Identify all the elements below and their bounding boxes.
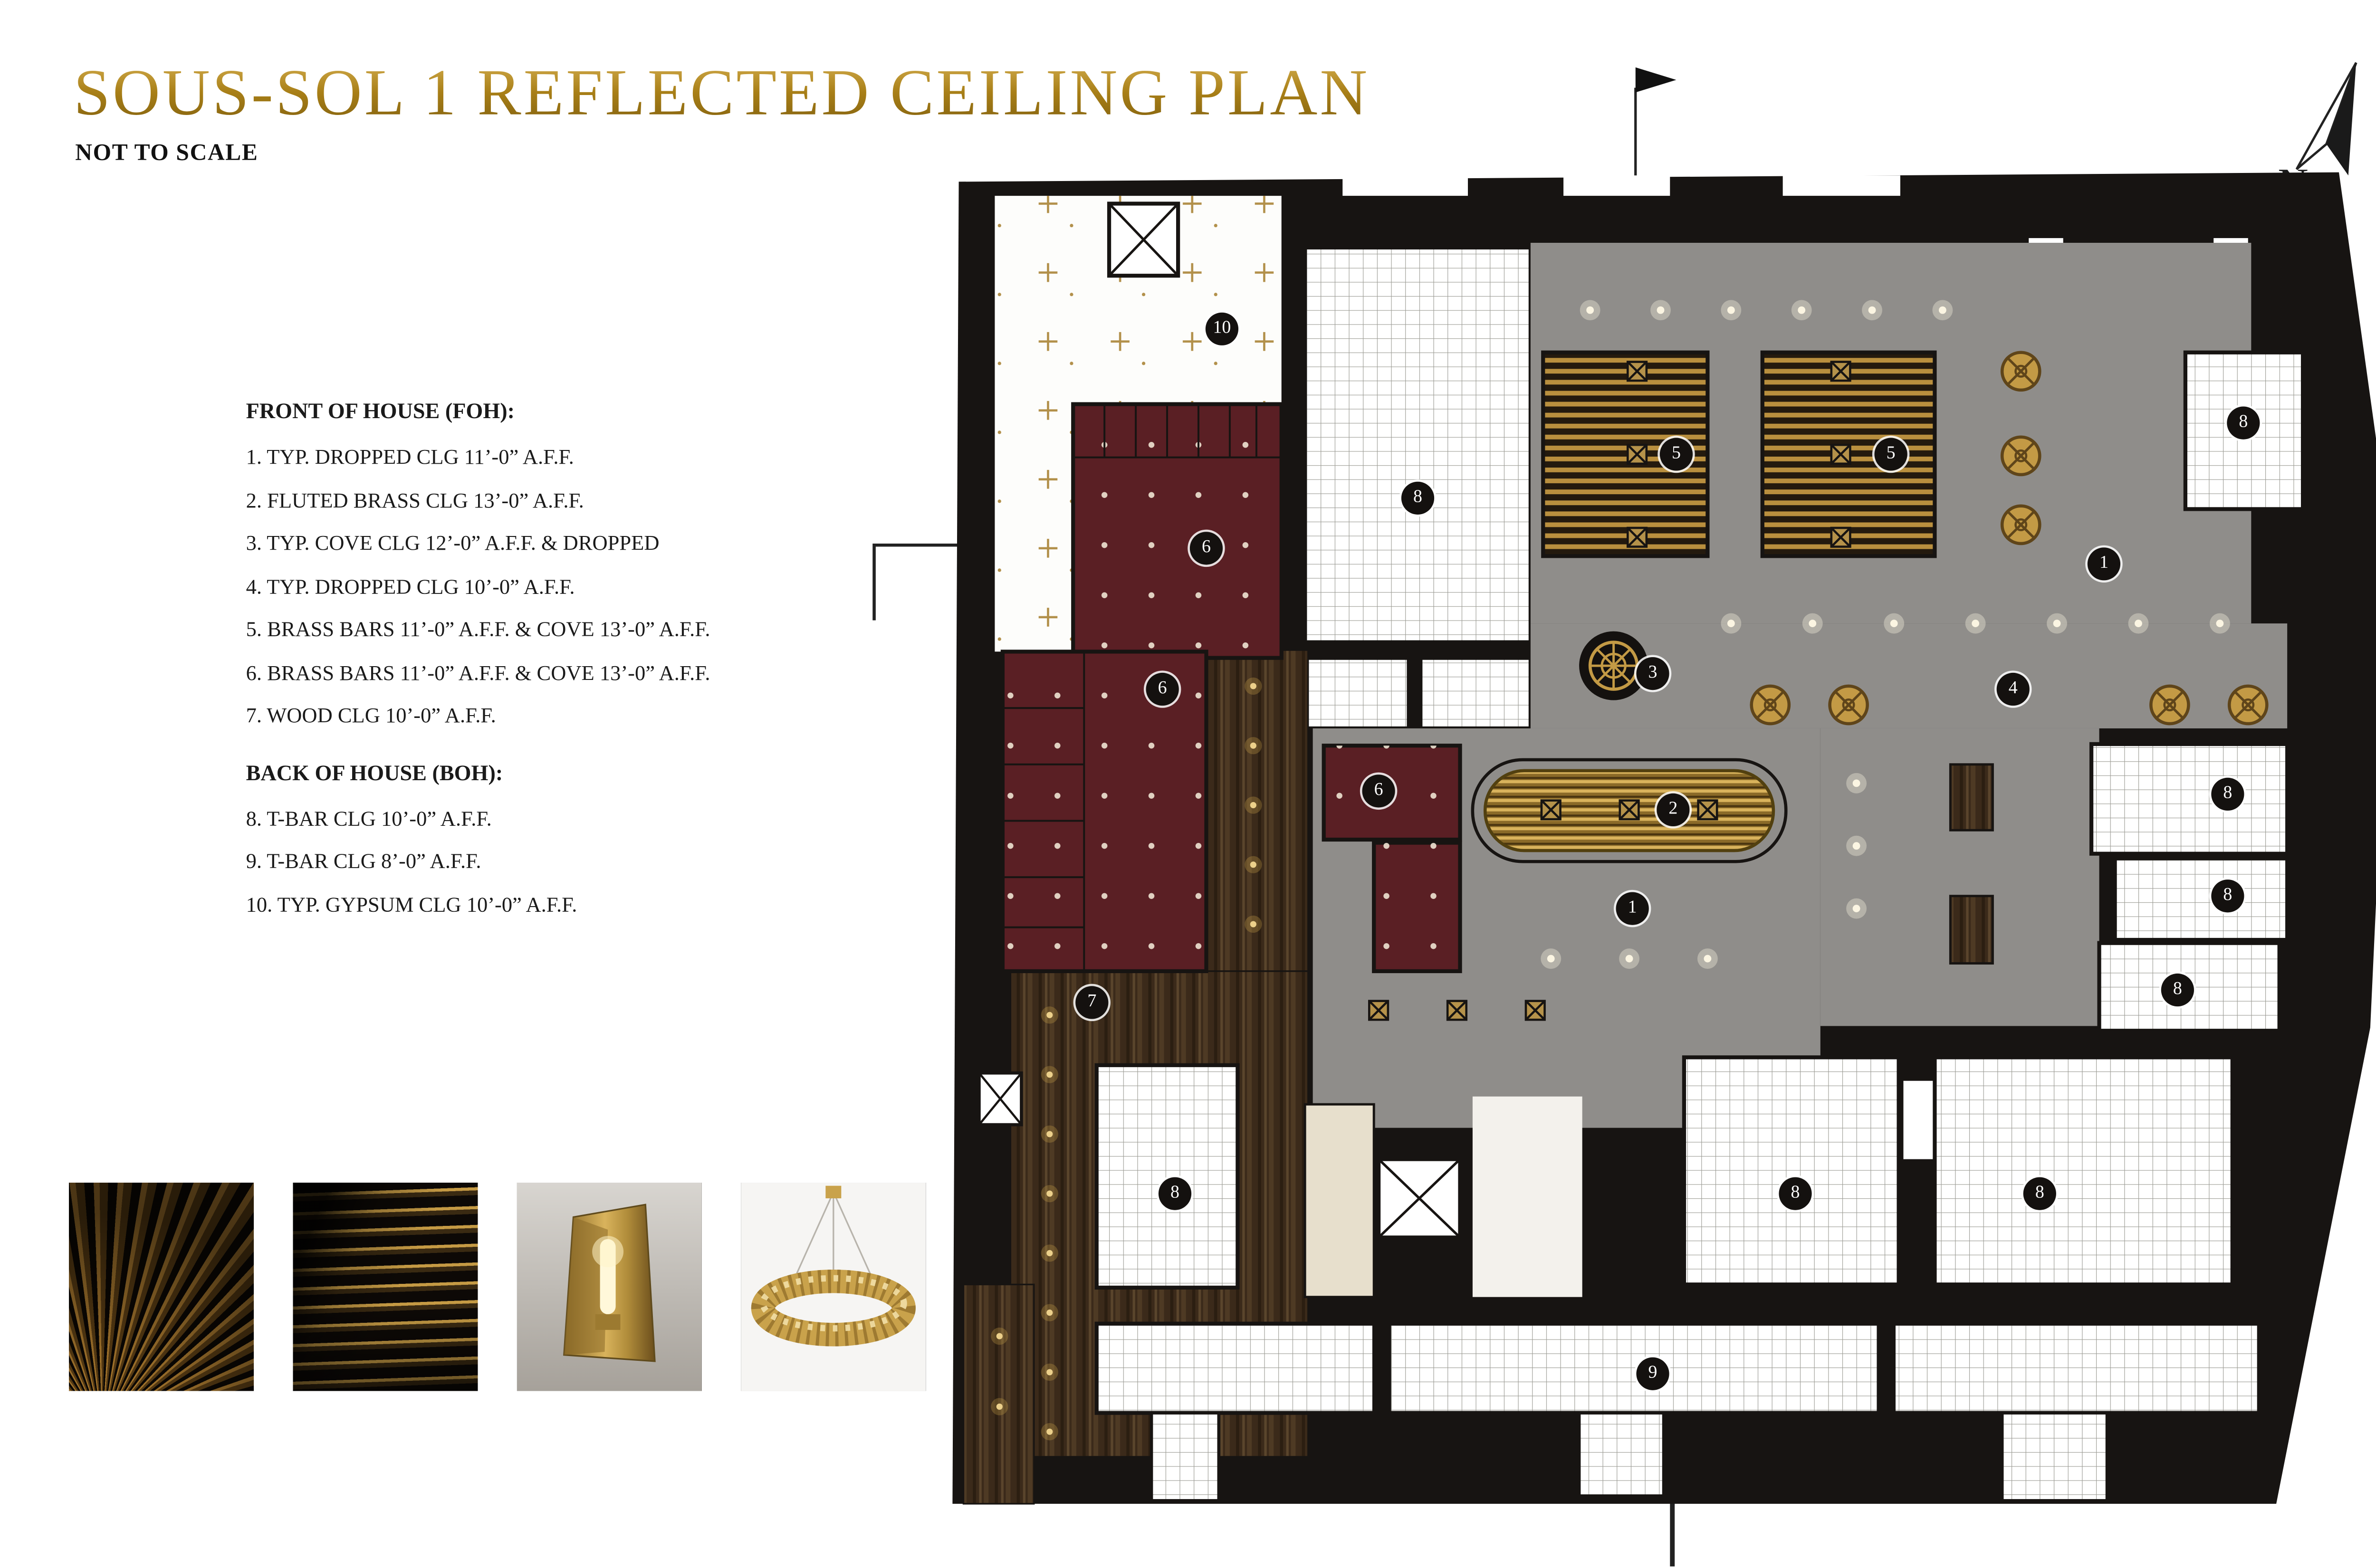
brass-wall-sconce-photo [517, 1183, 702, 1391]
legend-item-5: 5. BRASS BARS 11’-0” A.F.F. & COVE 13’-0… [246, 617, 710, 641]
legend-item-4: 4. TYP. DROPPED CLG 10’-0” A.F.F. [246, 574, 575, 598]
legend-item-1: 1. TYP. DROPPED CLG 11’-0” A.F.F. [246, 445, 574, 468]
scale-note: NOT TO SCALE [75, 141, 259, 166]
brass-bars-ceiling-photo [293, 1183, 478, 1391]
marble-lobby [1303, 1103, 1375, 1299]
legend-foh-heading: FRONT OF HOUSE (FOH): [246, 401, 515, 425]
legend-item-8: 8. T-BAR CLG 10’-0” A.F.F. [246, 806, 492, 830]
section-line-bottom [1670, 1497, 1674, 1567]
tbar-room [1303, 245, 1533, 644]
legend-item-10: 10. TYP. GYPSUM CLG 10’-0” A.F.F. [246, 892, 577, 916]
crystal-ring-chandelier-photo [741, 1183, 926, 1391]
legend-item-9: 9. T-BAR CLG 8’-0” A.F.F. [246, 849, 481, 873]
legend: FRONT OF HOUSE (FOH): 1. TYP. DROPPED CL… [246, 401, 936, 935]
page-title: SOUS-SOL 1 REFLECTED CEILING PLAN [74, 57, 1370, 132]
brass-bars-panel-left [1541, 350, 1710, 558]
reference-photos [69, 1183, 926, 1391]
fluted-brass-ceiling-photo [69, 1183, 254, 1391]
legend-item-2: 2. FLUTED BRASS CLG 13’-0” A.F.F. [246, 488, 584, 512]
section-line-left [865, 529, 977, 626]
north-arrow: N [2275, 57, 2375, 207]
legend-item-3: 3. TYP. COVE CLG 12’-0” A.F.F. & DROPPED [246, 531, 660, 555]
legend-item-6: 6. BRASS BARS 11’-0” A.F.F. & COVE 13’-0… [246, 660, 710, 684]
legend-boh-heading: BACK OF HOUSE (BOH): [246, 762, 503, 786]
legend-item-7: 7. WOOD CLG 10’-0” A.F.F. [246, 703, 496, 727]
cove-circle-fixture [1579, 631, 1648, 700]
ceiling-plan-drawing [952, 172, 2376, 1505]
